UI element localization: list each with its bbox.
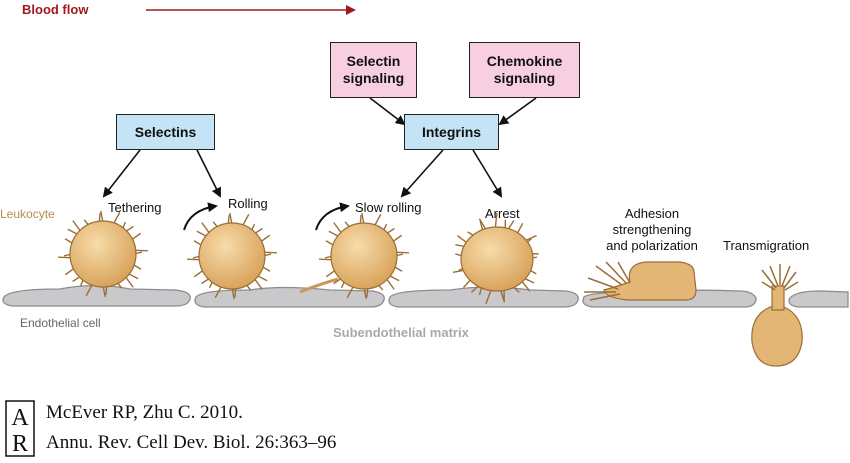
- arrow-chemokine-signaling-integrins: [498, 97, 537, 126]
- transmigration-label: Transmigration: [723, 238, 810, 253]
- arrow-integrins-arrest: [472, 149, 503, 198]
- leukocyte-slow-rolling: [319, 212, 409, 300]
- arrow-integrins-slow-rolling: [400, 149, 444, 198]
- rolling-label: Rolling: [228, 196, 268, 211]
- leukocyte-label: Leukocyte: [0, 207, 55, 221]
- endothelial-cell-1: [2, 284, 191, 307]
- leukocyte-tethering: [58, 210, 148, 298]
- arrow-selectins-tethering: [102, 149, 141, 198]
- leukocyte-rolling: [187, 212, 277, 300]
- endothelial-cell-3: [388, 286, 579, 308]
- microvillus: [478, 218, 487, 230]
- slow-rolling-label: Slow rolling: [355, 200, 422, 215]
- endothelial-cell-5: [788, 290, 849, 308]
- annual-reviews-logo: A R: [5, 400, 35, 457]
- leukocyte-arrest: [452, 212, 539, 304]
- citation-line-1: McEver RP, Zhu C. 2010.: [46, 402, 243, 423]
- integrins-box: Integrins: [404, 114, 499, 150]
- microvillus: [494, 212, 498, 228]
- tether: [299, 277, 339, 294]
- leukocyte-transmigrating: [751, 264, 803, 367]
- subendothelial-matrix-label: Subendothelial matrix: [333, 325, 469, 340]
- tethering-label: Tethering: [108, 200, 162, 215]
- chemokine-signaling-box: Chemokine signaling: [469, 42, 580, 98]
- leukocyte-polarized: [584, 261, 697, 301]
- blood-flow-label: Blood flow: [22, 2, 89, 17]
- slow-rolling-curved-arrow: [315, 202, 350, 231]
- endothelial-cell-label: Endothelial cell: [20, 316, 101, 330]
- microvillus: [485, 290, 492, 304]
- selectins-box: Selectins: [116, 114, 215, 150]
- arrow-selectins-rolling: [196, 149, 221, 198]
- endothelial-cell-2: [194, 286, 385, 308]
- microvillus: [500, 290, 506, 303]
- citation-line-2: Annu. Rev. Cell Dev. Biol. 26:363–96: [46, 432, 337, 453]
- selectin-signaling-box: Selectin signaling: [330, 42, 417, 98]
- microvillus: [507, 220, 515, 230]
- svg-text:R: R: [12, 431, 28, 457]
- microvillus: [479, 220, 484, 231]
- rolling-curved-arrow: [183, 202, 218, 231]
- svg-text:A: A: [11, 405, 29, 431]
- arrest-label: Arrest: [485, 206, 520, 221]
- arrow-selectin-signaling-integrins: [369, 97, 406, 126]
- adhesion-strengthening-label: Adhesion strengthening and polarization: [606, 206, 698, 253]
